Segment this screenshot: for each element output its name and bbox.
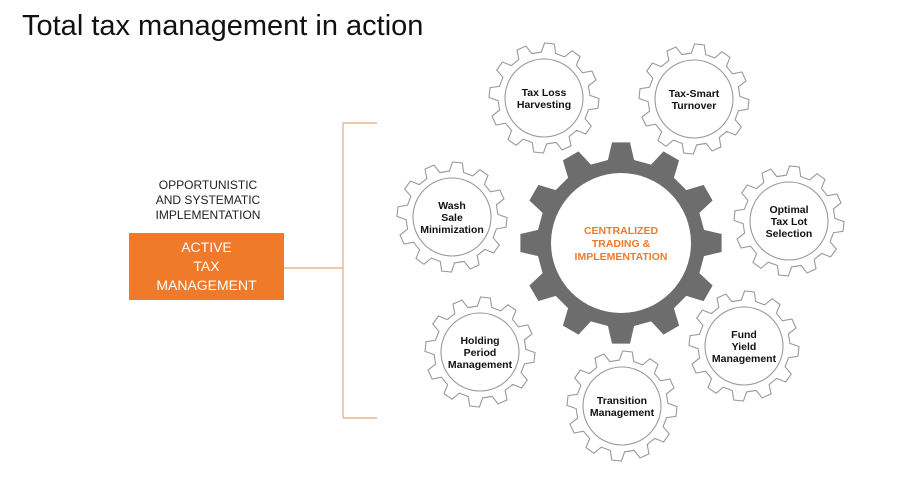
gear-label: Tax Loss (522, 87, 567, 99)
subtitle-line: IMPLEMENTATION (155, 208, 261, 222)
gear-label: Holding (460, 335, 499, 347)
gear-label: Transition (597, 395, 647, 407)
gear-label: Wash (438, 200, 466, 212)
gear-inner-ring (504, 58, 584, 138)
page-title: Total tax management in action (22, 10, 424, 42)
subtitle-line: AND SYSTEMATIC (155, 193, 261, 207)
active-box-line: MANAGEMENT (156, 277, 257, 293)
center-gear-label: IMPLEMENTATION (575, 251, 668, 263)
gear-inner-ring (654, 59, 734, 139)
bracket-connector (284, 122, 377, 419)
gear-inner-ring (749, 181, 829, 261)
subtitle-line: OPPORTUNISTIC (158, 178, 258, 192)
active-tax-management-box: ACTIVE TAX MANAGEMENT (129, 233, 284, 300)
gear-label: Tax-Smart (669, 88, 720, 100)
gear-label: Management (448, 359, 513, 371)
outer-gears: Tax LossHarvestingTax-SmartTurnoverWashS… (396, 42, 845, 462)
gear-label: Turnover (672, 100, 717, 112)
gear-inner-ring (582, 366, 662, 446)
gear-label: Period (464, 347, 497, 359)
active-box-line: TAX (193, 258, 220, 274)
active-box-line: ACTIVE (181, 239, 232, 255)
gear-inner-ring (704, 306, 784, 386)
center-gear-label: CENTRALIZED (584, 225, 658, 237)
gear-label: Optimal (769, 204, 808, 216)
gear-label: Management (590, 407, 655, 419)
gear-label: Yield (732, 341, 757, 353)
gear-label: Fund (731, 329, 757, 341)
gear-label: Tax Lot (771, 216, 808, 228)
gear-label: Management (712, 353, 777, 365)
gear-inner-ring (412, 177, 492, 257)
center-gear-shape (520, 142, 722, 344)
gear-label: Sale (441, 212, 463, 224)
gear-label: Minimization (420, 224, 484, 236)
gear-label: Harvesting (517, 99, 571, 111)
gear-label: Selection (766, 228, 813, 240)
center-gear-label: TRADING & (592, 238, 651, 250)
gear-inner-ring (440, 312, 520, 392)
implementation-subtitle: OPPORTUNISTIC AND SYSTEMATIC IMPLEMENTAT… (140, 178, 276, 223)
